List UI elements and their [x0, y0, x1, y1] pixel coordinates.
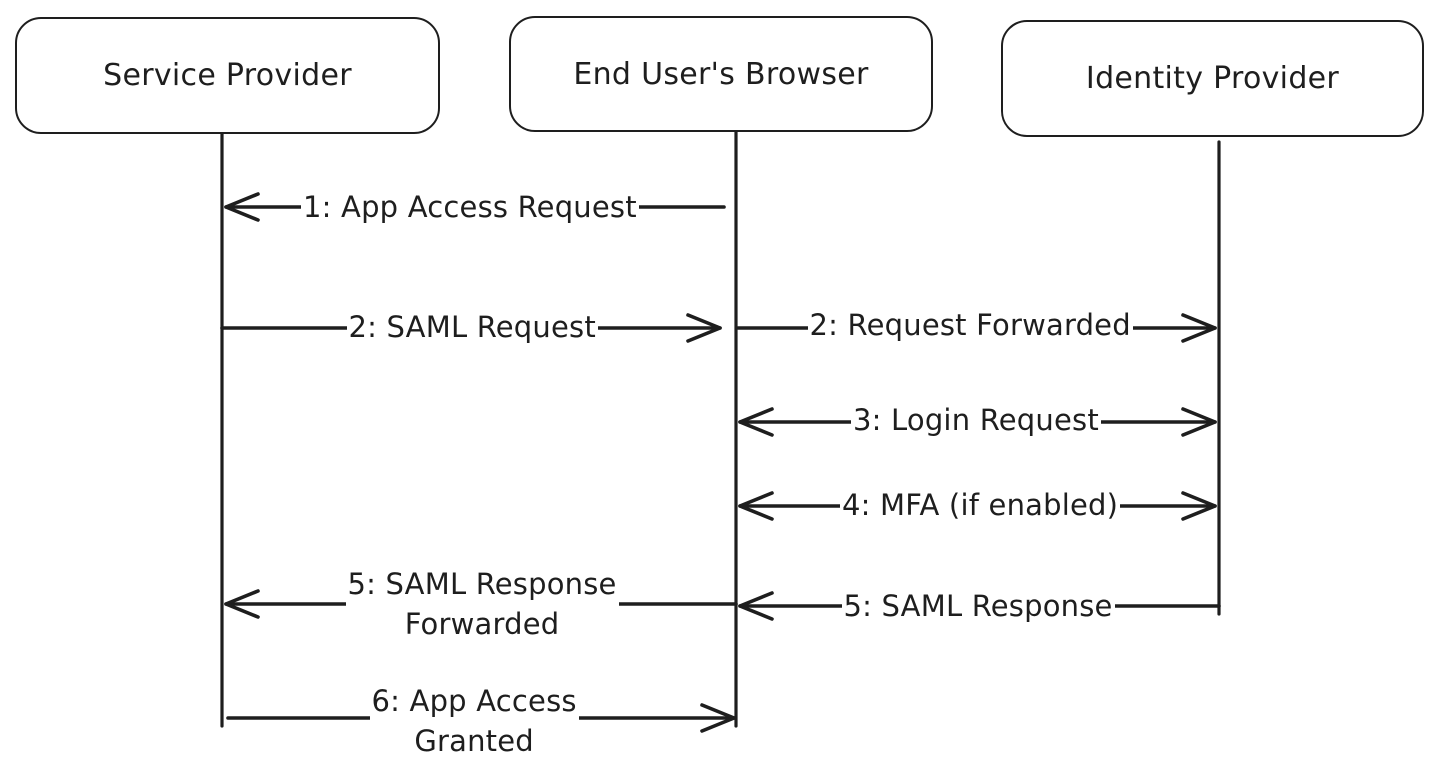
- arrowhead-m2a: [686, 313, 722, 343]
- message-label-line: 1: App Access Request: [303, 190, 637, 224]
- arrowhead-m5a: [224, 589, 260, 619]
- arrowhead-m2b: [1181, 313, 1217, 343]
- message-label-line: 4: MFA (if enabled): [842, 488, 1119, 522]
- message-label-m2a: 2: SAML Request: [346, 307, 598, 347]
- arrowhead-m5b: [738, 591, 774, 621]
- arrowhead-right-m3: [1181, 407, 1217, 437]
- message-label-m1: 1: App Access Request: [301, 187, 639, 227]
- arrowhead-left-m4: [738, 491, 774, 521]
- actor-box-idp: Identity Provider: [1001, 20, 1424, 137]
- message-label-m4: 4: MFA (if enabled): [840, 485, 1121, 525]
- message-label-line: Forwarded: [404, 607, 560, 641]
- arrowhead-m6: [700, 703, 736, 733]
- message-label-line: 5: SAML Response: [843, 589, 1113, 623]
- message-label-m3: 3: Login Request: [851, 400, 1101, 440]
- message-label-m5b: 5: SAML Response: [841, 586, 1115, 626]
- message-label-line: 3: Login Request: [853, 403, 1099, 437]
- message-arrows: [220, 192, 1221, 733]
- actor-box-browser: End User's Browser: [509, 16, 933, 132]
- message-label-line: 5: SAML Response: [347, 567, 617, 601]
- message-label-line: 2: Request Forwarded: [809, 308, 1131, 342]
- actor-label-browser: End User's Browser: [573, 56, 869, 92]
- arrowhead-m1: [224, 192, 260, 222]
- arrowhead-left-m3: [738, 407, 774, 437]
- lifelines: [220, 130, 1221, 728]
- message-label-m2b: 2: Request Forwarded: [807, 305, 1133, 345]
- actor-label-sp: Service Provider: [103, 58, 352, 93]
- message-label-line: 6: App Access: [371, 684, 577, 718]
- arrowhead-right-m4: [1181, 491, 1217, 521]
- actor-box-sp: Service Provider: [15, 17, 440, 134]
- actor-label-idp: Identity Provider: [1085, 61, 1340, 96]
- message-label-line: Granted: [414, 724, 534, 758]
- message-label-line: 2: SAML Request: [348, 310, 596, 344]
